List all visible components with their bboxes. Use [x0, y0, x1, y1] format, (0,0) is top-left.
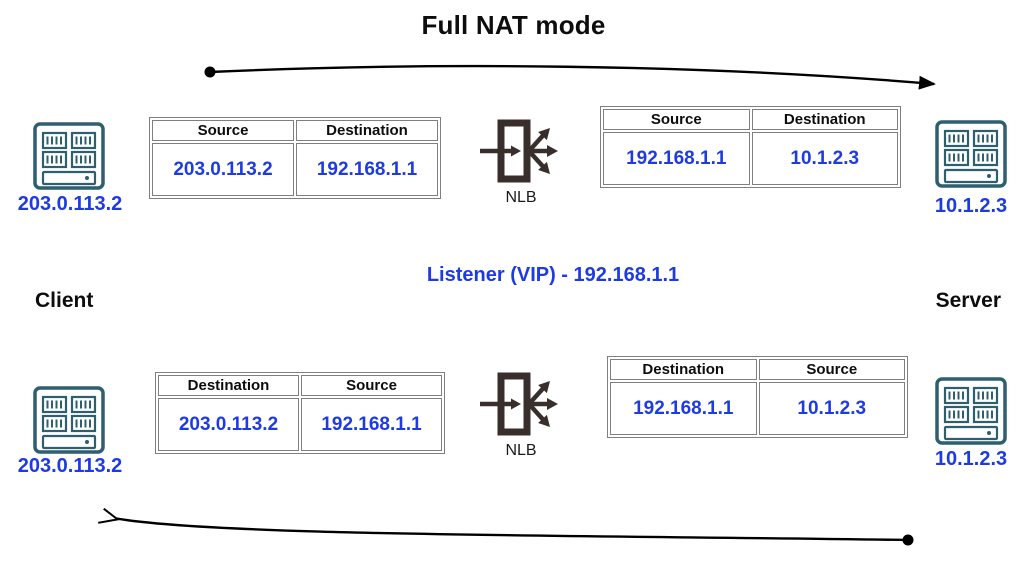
table-value: 203.0.113.2: [158, 398, 299, 451]
page-title: Full NAT mode: [421, 10, 606, 40]
table-header: Source: [758, 359, 905, 380]
request-arrow: [204, 64, 936, 90]
request-server-table: Source Destination 192.168.1.1 10.1.2.3: [600, 106, 901, 188]
table-header: Source: [301, 375, 442, 396]
listener-vip-label: Listener (VIP) - 192.168.1.1: [426, 264, 680, 286]
client-host-icon: [33, 122, 105, 190]
table-value: 192.168.1.1: [603, 132, 750, 185]
server-role-label: Server: [935, 289, 1001, 312]
server-host-icon: [935, 377, 1007, 445]
client-ip-label: 203.0.113.2: [17, 193, 123, 215]
table-header: Source: [603, 109, 750, 130]
client-role-label: Client: [35, 289, 94, 312]
response-server-table: Destination Source 192.168.1.1 10.1.2.3: [607, 356, 908, 438]
table-value: 203.0.113.2: [152, 143, 294, 196]
table-header: Destination: [751, 109, 898, 130]
table-value: 10.1.2.3: [758, 382, 905, 435]
table-header: Destination: [296, 120, 438, 141]
table-header: Source: [152, 120, 294, 141]
nlb-label: NLB: [505, 442, 537, 459]
table-header: Destination: [158, 375, 299, 396]
table-value: 192.168.1.1: [301, 398, 442, 451]
response-client-table: Destination Source 203.0.113.2 192.168.1…: [155, 372, 445, 454]
server-host-icon: [935, 120, 1007, 188]
client-host-icon: [33, 386, 105, 454]
request-client-table: Source Destination 203.0.113.2 192.168.1…: [149, 117, 441, 199]
response-flow-row: 203.0.113.2 Destination Source 203.0.113…: [0, 350, 1027, 485]
response-arrow: [98, 507, 914, 546]
request-flow-row: 203.0.113.2 Source Destination 203.0.113…: [0, 100, 1027, 230]
nlb-icon: [480, 119, 558, 183]
server-ip-label: 10.1.2.3: [934, 448, 1008, 470]
nlb-label: NLB: [505, 189, 537, 206]
nlb-icon: [480, 372, 558, 436]
table-value: 192.168.1.1: [610, 382, 757, 435]
table-header: Destination: [610, 359, 757, 380]
client-ip-label: 203.0.113.2: [17, 455, 123, 477]
table-value: 10.1.2.3: [751, 132, 898, 185]
table-value: 192.168.1.1: [296, 143, 438, 196]
server-ip-label: 10.1.2.3: [934, 195, 1008, 217]
